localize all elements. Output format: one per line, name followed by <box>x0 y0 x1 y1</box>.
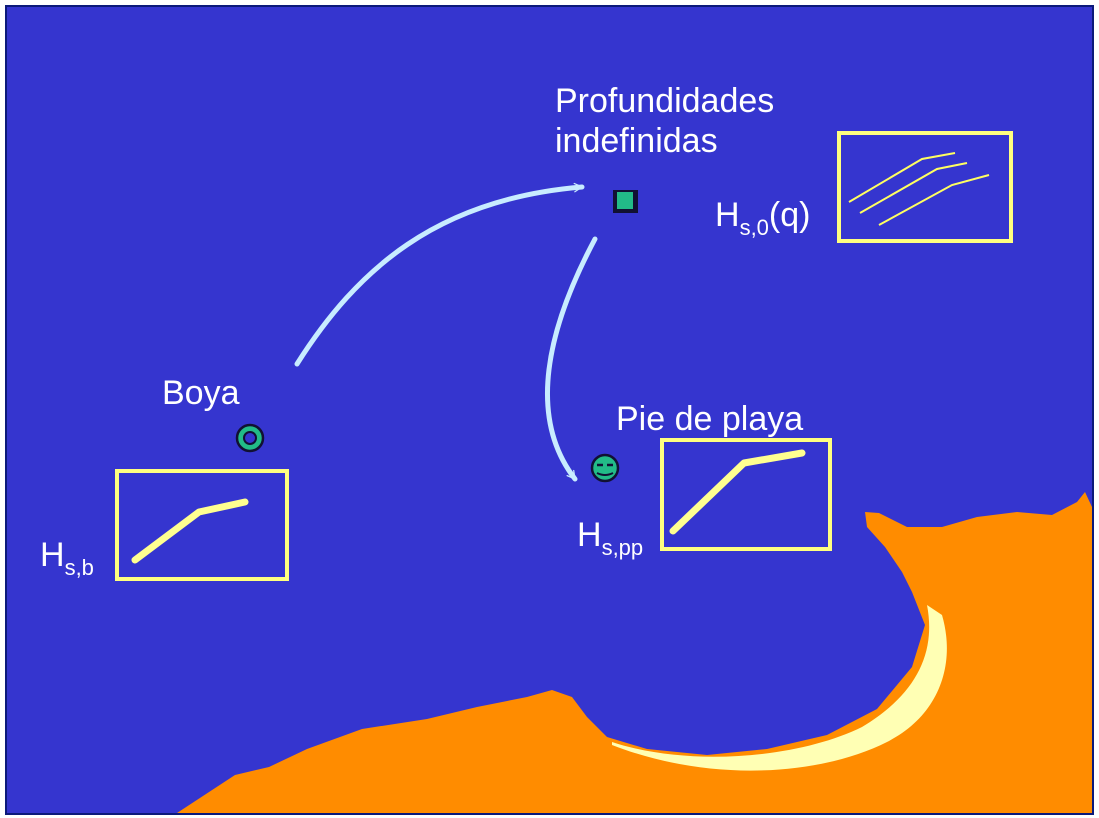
diagram-frame: Profundidades indefinidas Hs,0(q) Boya P… <box>5 5 1094 815</box>
buoy-label: Boya <box>162 374 240 412</box>
hs-deep-suffix: (q) <box>768 196 811 234</box>
hs-beach-sub: s,pp <box>601 535 644 560</box>
chart-box-beach <box>660 438 832 551</box>
beach-foot-label: Pie de playa <box>616 400 804 438</box>
chart-line-3 <box>878 174 990 226</box>
ring-marker-icon <box>235 423 265 453</box>
chart-line-1 <box>848 152 956 203</box>
hs-deep-formula: Hs,0(q) <box>715 195 811 239</box>
hs-buoy-base: H <box>40 536 65 574</box>
sand-strip <box>612 605 947 771</box>
hs-buoy-formula: Hs,b <box>40 535 94 579</box>
hs-beach-base: H <box>577 516 602 554</box>
chart-line-buoy <box>131 498 249 564</box>
wave-propagation-scene <box>7 7 1092 813</box>
hs-deep-base: H <box>715 196 740 234</box>
chart-box-deep <box>837 131 1013 243</box>
chart-box-buoy <box>115 469 289 581</box>
chart-line-beach <box>669 449 806 535</box>
hs-buoy-sub: s,b <box>64 555 94 580</box>
deep-water-label: Profundidades indefinidas <box>555 82 775 160</box>
hs-deep-sub: s,0 <box>739 215 769 240</box>
square-marker-icon <box>613 190 638 213</box>
chart-line-2 <box>859 162 968 214</box>
arrow-buoy-to-deep <box>294 182 585 367</box>
smiley-marker-icon <box>590 453 620 483</box>
arrow-deep-to-beach <box>545 236 598 482</box>
hs-beach-formula: Hs,pp <box>577 515 643 559</box>
